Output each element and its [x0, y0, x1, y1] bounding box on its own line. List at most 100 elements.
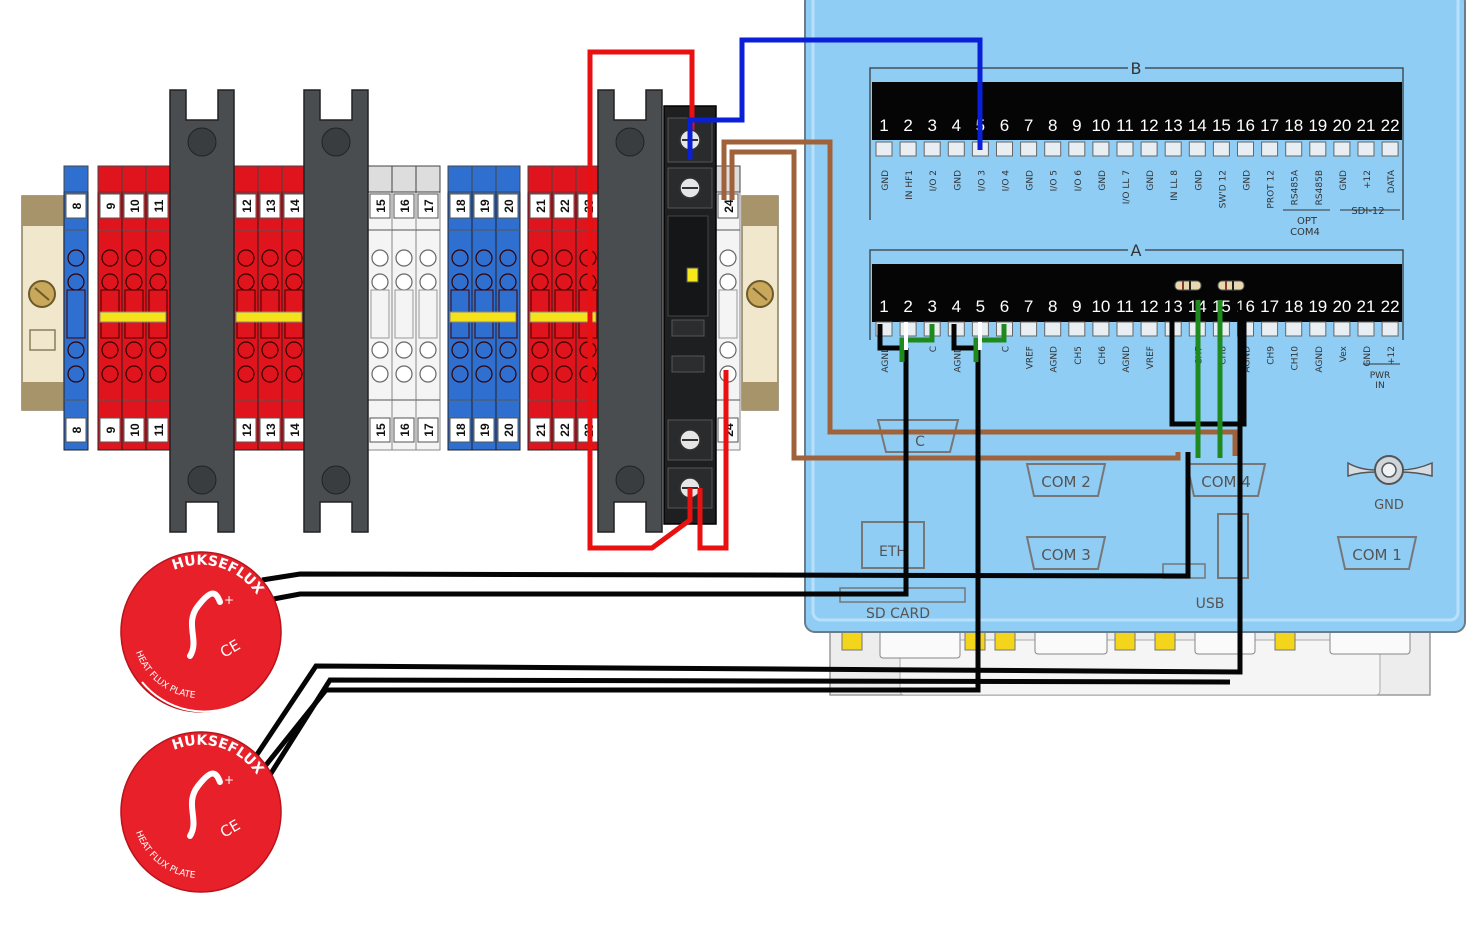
- separator-plates: [169, 89, 663, 533]
- terminal-label-bottom: 14: [288, 423, 302, 437]
- svg-text:COM 4: COM 4: [1201, 473, 1251, 491]
- row_b-pin-label: I/O 4: [1002, 170, 1012, 192]
- terminal-label-top: 8: [70, 202, 84, 209]
- row_a-pin-label: AGND: [881, 346, 891, 373]
- row_b-pin-contact: [1333, 141, 1351, 157]
- wire-black-s2-c: [265, 677, 1231, 780]
- row_b-pin-contact: [1212, 141, 1230, 157]
- row_b-pin-18: 18: [1284, 116, 1303, 135]
- row_b-pin-label: IN HF1: [905, 170, 915, 200]
- row_a-pin-label: CH10: [1291, 346, 1301, 371]
- row-b-opt-label: OPT: [1297, 216, 1318, 227]
- terminal-10: 10 10: [121, 165, 147, 451]
- row-b-title: B: [1131, 59, 1142, 78]
- terminal-label-top: 10: [128, 199, 142, 213]
- resistor-2: [1217, 280, 1245, 291]
- terminal-label-top: 12: [240, 199, 254, 213]
- row_b-pin-label: I/O 6: [1074, 170, 1084, 192]
- wire-black-pins-3: [1169, 300, 1247, 427]
- row_a-pin-label: AGND: [953, 346, 963, 373]
- row_b-pin-label: I/O 5: [1050, 170, 1060, 191]
- row_b-pin-19: 19: [1308, 116, 1327, 135]
- row_b-pin-label: I/O 2: [929, 170, 939, 191]
- terminal-label-bottom: 18: [454, 423, 468, 437]
- wire-black-s1-b: [267, 348, 909, 603]
- row-b-sdi12-label: SDI-12: [1351, 206, 1384, 217]
- row_a-pin-contact: [1357, 321, 1375, 337]
- row_a-pin-label: CH6: [1098, 346, 1108, 365]
- row_b-pin-15: 15: [1212, 116, 1231, 135]
- row_b-pin-contact: [1309, 141, 1327, 157]
- svg-text:COM 2: COM 2: [1041, 473, 1091, 491]
- separator-plate-2: [303, 89, 369, 533]
- wire-blue: [687, 37, 983, 160]
- wire-black-s2-a: [247, 310, 1243, 767]
- svg-text:USB: USB: [1196, 596, 1225, 612]
- terminal-label-bottom: 8: [70, 426, 84, 433]
- row_a-pin-contact: [1261, 321, 1279, 337]
- row_b-pin-label: GND: [1243, 170, 1253, 191]
- row_b-pin-label: GND: [1339, 170, 1349, 191]
- row-a-in-label: IN: [1375, 381, 1384, 391]
- row_b-pin-contact: [1285, 141, 1303, 157]
- terminal-label-bottom: 16: [398, 423, 412, 437]
- terminal-label-top: 16: [398, 199, 412, 213]
- terminal-label-bottom: 10: [128, 423, 142, 437]
- row-a-pwr-label: PWR: [1370, 371, 1391, 381]
- row_b-pin-contact: [1381, 141, 1399, 157]
- terminal-label-bottom: 20: [502, 423, 516, 437]
- row_b-pin-contact: [1116, 141, 1134, 157]
- row_b-pin-contact: [1357, 141, 1375, 157]
- terminal-label-bottom: 11: [152, 423, 166, 436]
- row_a-pin-11: 11: [1116, 297, 1134, 316]
- port-com3: COM 3: [1025, 536, 1107, 570]
- terminal-9: 99: [97, 165, 123, 451]
- row_b-pin-contact: [1092, 141, 1110, 157]
- row_b-pin-label: RS485A: [1291, 169, 1301, 205]
- row_a-pin-label: CH9: [1267, 346, 1277, 365]
- din-end-clamp-left: [21, 195, 65, 411]
- terminal-block-assembly: 8899101011111212131314141515161617171818…: [21, 89, 779, 533]
- terminal-label-bottom: 9: [104, 426, 118, 433]
- row_b-pin-contact: [1044, 141, 1062, 157]
- heat-flux-sensor-1: HUKSEFLUX HEAT FLUX PLATE CE +: [120, 551, 282, 713]
- separator-plate-1: [169, 89, 235, 533]
- wire-brown-1: [721, 139, 1238, 456]
- row_a-pin-2: 2: [903, 297, 912, 316]
- row_b-pin-13: 13: [1164, 116, 1183, 135]
- row_a-pin-10: 10: [1091, 297, 1110, 316]
- row_a-pin-contact: [1092, 321, 1110, 337]
- separator-plate-3: [597, 89, 663, 533]
- row_b-pin-label: GND: [1098, 170, 1108, 191]
- row_b-pin-label: IN LL 8: [1170, 170, 1180, 201]
- terminal-label-bottom: 21: [534, 423, 548, 437]
- terminal-label-top: 13: [264, 199, 278, 213]
- svg-text:C: C: [915, 434, 925, 450]
- row_b-pin-contact: [1164, 141, 1182, 157]
- terminal-label-top: 9: [104, 202, 118, 209]
- row_b-pin-contact: [1237, 141, 1254, 157]
- row_a-pin-contact: [1309, 321, 1327, 337]
- row_b-pin-label: I/O LL 7: [1122, 170, 1132, 204]
- row-b-terminal-strip: [872, 82, 1402, 140]
- port-eth: ETH: [861, 521, 925, 569]
- row_a-pin-18: 18: [1284, 297, 1303, 316]
- row_b-pin-contact: [1140, 141, 1158, 157]
- row_b-pin-contact: [1188, 141, 1206, 157]
- row_b-pin-label: GND: [953, 170, 963, 191]
- terminal-label-top: 19: [478, 199, 492, 213]
- wires: [247, 37, 1247, 780]
- sensor-1-plus: +: [224, 593, 234, 607]
- row_b-pin-contact: [947, 141, 965, 157]
- wire-brown-2: [729, 149, 1181, 461]
- row_a-pin-label: VREF: [1146, 346, 1156, 369]
